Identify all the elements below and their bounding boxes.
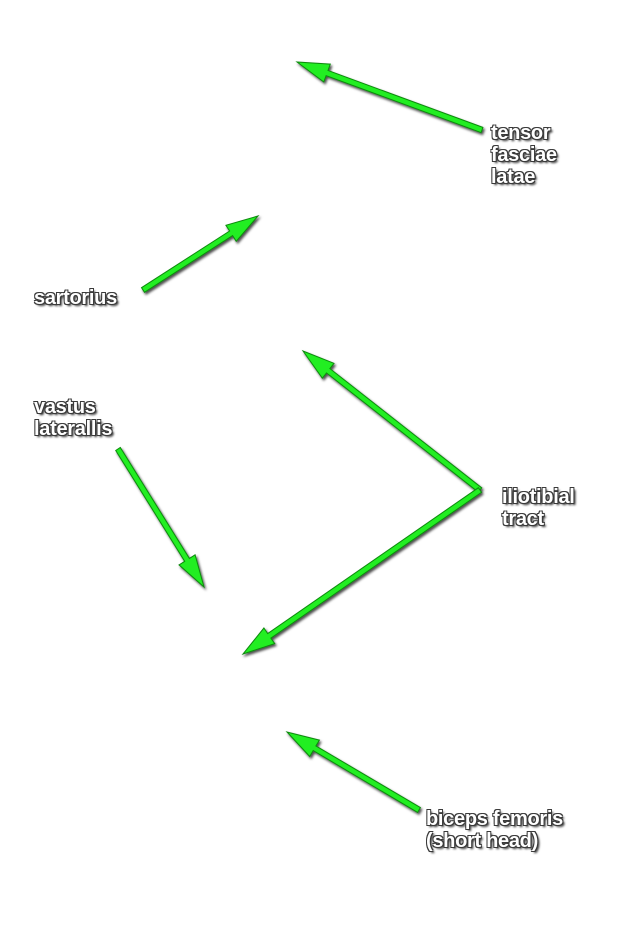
label-line: tensor: [491, 122, 551, 144]
label-line: tract: [502, 508, 544, 530]
label-line: fasciae: [491, 144, 557, 166]
label-line: (short head): [426, 830, 538, 852]
label-line: biceps femoris: [426, 808, 563, 830]
arrow-tensor-fasciae-latae: [295, 61, 484, 134]
label-sartorius: sartorius: [34, 287, 117, 309]
label-iliotibial-tract: iliotibial tract: [502, 486, 575, 530]
label-line: sartorius: [34, 287, 117, 309]
label-line: vastus: [34, 396, 96, 418]
label-line: latae: [491, 166, 536, 188]
arrow-vastus-laterallis: [115, 446, 205, 589]
arrow-biceps-femoris: [285, 731, 422, 814]
arrow-iliotibial-lower: [241, 487, 483, 656]
arrow-sartorius: [140, 215, 260, 293]
arrow-iliotibial-upper: [301, 349, 483, 493]
label-biceps-femoris: biceps femoris (short head): [426, 808, 563, 852]
label-vastus-laterallis: vastus laterallis: [34, 396, 112, 440]
label-tensor-fasciae-latae: tensor fasciae latae: [491, 122, 557, 188]
label-line: laterallis: [34, 418, 113, 440]
label-line: iliotibial: [502, 486, 575, 508]
